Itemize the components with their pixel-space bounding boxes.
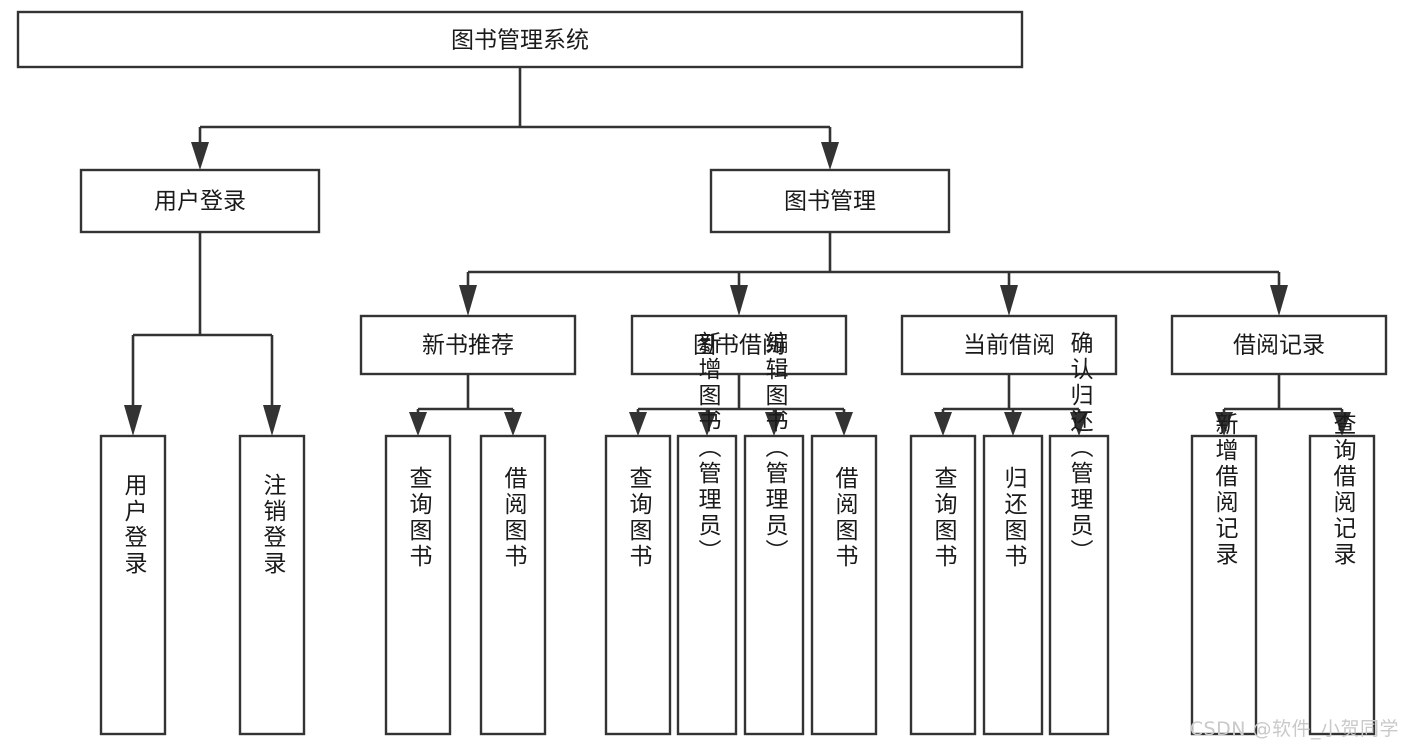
leaf-add-record[interactable]: 新增借阅记录 <box>1190 412 1258 736</box>
arrow-bb-to-leaf1 <box>629 412 647 436</box>
edge-group-book-manage <box>459 232 1288 316</box>
arrow-root-to-user-login <box>191 142 209 170</box>
leaf-add-book-label: 新增图书（管理员） <box>694 331 722 565</box>
node-current-borrow-box[interactable] <box>900 314 1118 376</box>
arrow-bm-to-current-borrow <box>1000 285 1018 316</box>
edge-group-book-borrow <box>629 374 853 436</box>
leaf-logout[interactable]: 注销登录 <box>238 434 306 736</box>
node-current-borrow[interactable]: 当前借阅 <box>900 314 1118 376</box>
arrow-bm-to-book-borrow <box>730 285 748 316</box>
arrow-br-to-leaf1 <box>1215 412 1233 436</box>
leaf-query-book-3-box[interactable] <box>909 434 977 736</box>
leaf-query-book-2[interactable]: 查询图书 <box>604 434 672 736</box>
node-book-manage-box[interactable] <box>709 168 951 234</box>
node-borrow-record-label: 借阅记录 <box>1233 333 1325 359</box>
leaf-add-record-label: 新增借阅记录 <box>1211 412 1239 568</box>
node-user-login[interactable]: 用户登录 <box>79 168 321 234</box>
leaf-user-login[interactable]: 用户登录 <box>99 434 167 736</box>
leaf-borrow-book-1-box[interactable] <box>479 434 547 736</box>
leaf-query-record-box[interactable] <box>1308 434 1376 736</box>
arrow-bm-to-new-book <box>459 285 477 316</box>
leaf-query-book-1-box[interactable] <box>384 434 452 736</box>
edge-group-new-book-rec <box>409 374 522 436</box>
leaf-borrow-book-1[interactable]: 借阅图书 <box>479 434 547 736</box>
leaf-query-book-3-label: 查询图书 <box>930 466 958 570</box>
leaf-logout-label: 注销登录 <box>259 473 287 577</box>
leaf-edit-book-box[interactable] <box>743 434 805 736</box>
leaf-edit-book[interactable]: 编辑图书（管理员） <box>743 331 805 736</box>
leaf-query-book-2-box[interactable] <box>604 434 672 736</box>
csdn-watermark: CSDN @软件_小贺同学 <box>1189 718 1399 740</box>
leaf-borrow-book-2[interactable]: 借阅图书 <box>810 434 878 736</box>
edge-group-user-login <box>124 232 281 436</box>
node-book-borrow[interactable]: 图书借阅 <box>630 314 848 376</box>
leaf-borrow-book-2-box[interactable] <box>810 434 878 736</box>
edge-group-root <box>191 67 839 170</box>
arrow-bb-to-leaf3 <box>765 412 783 436</box>
node-current-borrow-label: 当前借阅 <box>963 333 1055 359</box>
node-book-manage[interactable]: 图书管理 <box>709 168 951 234</box>
node-root[interactable]: 图书管理系统 <box>16 10 1024 69</box>
node-new-book-rec-label: 新书推荐 <box>422 333 514 359</box>
leaf-query-record[interactable]: 查询借阅记录 <box>1308 412 1376 736</box>
leaf-confirm-return[interactable]: 确认归还（管理员） <box>1048 331 1110 736</box>
leaf-user-login-label: 用户登录 <box>120 473 148 577</box>
edge-group-current-borrow <box>934 374 1088 436</box>
node-new-book-rec[interactable]: 新书推荐 <box>359 314 577 376</box>
node-user-login-box[interactable] <box>79 168 321 234</box>
leaf-return-book-box[interactable] <box>982 434 1044 736</box>
arrow-cb-to-leaf1 <box>934 412 952 436</box>
leaf-return-book-label: 归还图书 <box>1000 466 1028 570</box>
arrow-bm-to-borrow-record <box>1270 285 1288 316</box>
node-root-box[interactable] <box>16 10 1024 69</box>
leaf-confirm-return-box[interactable] <box>1048 434 1110 736</box>
node-new-book-rec-box[interactable] <box>359 314 577 376</box>
edge-group-borrow-record <box>1215 374 1351 436</box>
leaf-query-book-3[interactable]: 查询图书 <box>909 434 977 736</box>
leaf-confirm-return-label: 确认归还（管理员） <box>1066 331 1094 565</box>
leaf-add-record-box[interactable] <box>1190 434 1258 736</box>
arrow-cb-to-leaf2 <box>1004 412 1022 436</box>
leaf-query-book-2-label: 查询图书 <box>625 466 653 570</box>
arrow-ul-to-leaf2 <box>263 405 281 436</box>
leaf-query-record-label: 查询借阅记录 <box>1329 412 1357 568</box>
arrow-bb-to-leaf2 <box>698 412 716 436</box>
arrow-nbr-to-leaf2 <box>504 412 522 436</box>
node-borrow-record-box[interactable] <box>1170 314 1388 376</box>
node-book-manage-label: 图书管理 <box>784 189 876 215</box>
leaf-add-book[interactable]: 新增图书（管理员） <box>676 331 738 736</box>
arrow-nbr-to-leaf1 <box>409 412 427 436</box>
node-book-borrow-box[interactable] <box>630 314 848 376</box>
arrow-bb-to-leaf4 <box>835 412 853 436</box>
leaf-logout-box[interactable] <box>238 434 306 736</box>
node-user-login-label: 用户登录 <box>154 189 246 215</box>
arrow-cb-to-leaf3 <box>1070 412 1088 436</box>
leaf-query-book-1-label: 查询图书 <box>405 466 433 570</box>
leaf-query-book-1[interactable]: 查询图书 <box>384 434 452 736</box>
leaf-return-book[interactable]: 归还图书 <box>982 434 1044 736</box>
arrow-root-to-book-manage <box>821 142 839 170</box>
leaf-add-book-box[interactable] <box>676 434 738 736</box>
node-root-label: 图书管理系统 <box>451 28 589 54</box>
arrow-br-to-leaf2 <box>1333 412 1351 436</box>
leaf-edit-book-label: 编辑图书（管理员） <box>761 331 789 565</box>
arrow-ul-to-leaf1 <box>124 405 142 436</box>
node-book-borrow-label: 图书借阅 <box>693 333 785 359</box>
leaf-user-login-box[interactable] <box>99 434 167 736</box>
leaf-borrow-book-1-label: 借阅图书 <box>500 466 528 570</box>
leaf-borrow-book-2-label: 借阅图书 <box>831 466 859 570</box>
node-borrow-record[interactable]: 借阅记录 <box>1170 314 1388 376</box>
